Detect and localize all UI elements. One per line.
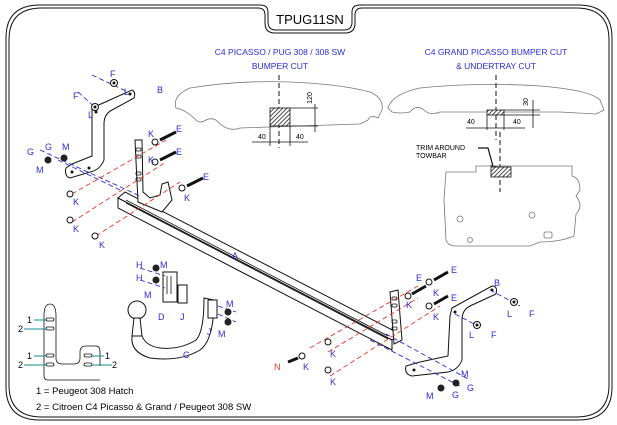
cut-panel-2-heading-line2: & UNDERTRAY CUT <box>456 61 536 71</box>
crossbar-A <box>117 191 401 351</box>
undertray-outline <box>443 165 581 247</box>
cut-area-1 <box>269 107 291 127</box>
cut-area-2 <box>486 109 505 116</box>
cut-2-height-dim: 30 <box>523 98 530 106</box>
label-H-1: H <box>136 260 143 270</box>
label-H-2: H <box>136 273 143 283</box>
label-K-6: K <box>184 193 190 203</box>
label-M-4: M <box>144 290 152 300</box>
label-K-12: K <box>433 312 439 322</box>
bumper-cut-panel-1: C4 PICASSO / PUG 308 / 308 SW BUMPER CUT… <box>174 47 383 148</box>
label-K-11: K <box>433 288 439 298</box>
trim-note-line2: TOWBAR <box>416 153 447 160</box>
fasteners <box>44 79 518 392</box>
undertray-cut-area <box>490 166 512 178</box>
spacer-J-right <box>207 299 218 319</box>
legend-item-2: 2 = Citroen C4 Picasso & Grand / Peugeot… <box>36 402 251 413</box>
label-M-2: M <box>36 165 44 175</box>
drawing-frame <box>5 4 613 421</box>
cut-panel-1-heading-line2: BUMPER CUT <box>252 61 308 71</box>
label-F-3: F <box>529 309 535 319</box>
label-M-7: M <box>461 369 469 379</box>
label-F-4: F <box>491 330 497 340</box>
detachable-neck-C <box>127 297 215 360</box>
label-D: D <box>158 312 165 322</box>
part-labels: A B B C D E E E E E E F F F F G G G G H … <box>27 69 535 401</box>
label-J-1: J <box>180 312 185 322</box>
label-K-2: K <box>73 224 79 234</box>
label-K-3: K <box>99 240 105 250</box>
label-G-2: G <box>45 142 52 152</box>
label-L-1: L <box>124 87 129 97</box>
label-K-5: K <box>148 155 154 165</box>
legend-item-1: 1 = Peugeot 308 Hatch <box>36 386 133 397</box>
label-K-9: K <box>330 377 336 387</box>
label-A: A <box>232 251 238 261</box>
guide-num-2a: 2 <box>18 324 23 334</box>
label-N: N <box>274 362 281 372</box>
cut-1-right-dim: 40 <box>296 134 304 141</box>
label-F-1: F <box>110 69 116 79</box>
bumper-outline-2 <box>387 84 605 115</box>
cut-1-height-dim: 120 <box>307 92 314 104</box>
label-M-8: M <box>426 391 434 401</box>
left-vertical-plate <box>134 139 173 213</box>
cut-panel-2-heading-line1: C4 GRAND PICASSO BUMPER CUT <box>425 47 568 57</box>
label-E-2: E <box>176 147 182 157</box>
hole-position-guide: 1 2 1 2 1 2 <box>18 303 117 381</box>
guide-num-1a: 1 <box>27 315 32 325</box>
bumper-cut-panel-2: C4 GRAND PICASSO BUMPER CUT & UNDERTRAY … <box>387 47 605 140</box>
label-G-3: G <box>452 390 459 400</box>
label-M-1: M <box>62 142 70 152</box>
label-E-4: E <box>416 273 422 283</box>
label-K-7: K <box>303 362 309 372</box>
assembly-axes <box>39 74 521 387</box>
label-K-10: K <box>406 300 412 310</box>
label-K-1: K <box>73 197 79 207</box>
label-M-3: M <box>160 260 168 270</box>
right-vertical-plate <box>389 289 403 345</box>
trim-note-line1: TRIM AROUND <box>416 145 465 152</box>
label-K-8: K <box>330 349 336 359</box>
label-B-right: B <box>494 278 500 288</box>
tow-ball <box>127 300 147 320</box>
cut-1-left-dim: 40 <box>258 134 266 141</box>
left-side-bracket-B <box>65 89 136 179</box>
label-M-6: M <box>218 329 226 339</box>
label-E-3: E <box>203 172 209 182</box>
undertray-cut: TRIM AROUND TOWBAR <box>416 132 581 247</box>
label-F-2: F <box>73 91 79 101</box>
cut-panel-1-heading-line1: C4 PICASSO / PUG 308 / 308 SW <box>215 47 345 57</box>
bumper-outline-1 <box>174 81 383 130</box>
drawing-title: TPUG11SN <box>276 12 344 27</box>
guide-num-2b: 2 <box>18 360 23 370</box>
label-L-3: L <box>507 309 512 319</box>
cut-2-right-dim: 40 <box>513 119 521 126</box>
guide-num-1b: 1 <box>27 351 32 361</box>
spacer-J-left <box>177 284 188 304</box>
label-J-2: J <box>207 327 212 337</box>
label-E-1: E <box>176 124 182 134</box>
socket-plate-D <box>162 271 178 303</box>
label-E-5: E <box>451 265 457 275</box>
label-G-1: G <box>27 147 34 157</box>
label-B-left: B <box>157 85 163 95</box>
label-K-4: K <box>148 129 154 139</box>
label-C: C <box>183 350 190 360</box>
label-G-4: G <box>467 383 474 393</box>
guide-num-1c: 1 <box>105 351 110 361</box>
guide-num-2c: 2 <box>112 360 117 370</box>
label-L-4: L <box>469 330 474 340</box>
vehicle-legend: 1 = Peugeot 308 Hatch 2 = Citroen C4 Pic… <box>36 386 251 413</box>
label-E-6: E <box>451 293 457 303</box>
label-L-2: L <box>88 110 93 120</box>
cut-2-left-dim: 40 <box>467 119 475 126</box>
label-M-5: M <box>226 299 234 309</box>
